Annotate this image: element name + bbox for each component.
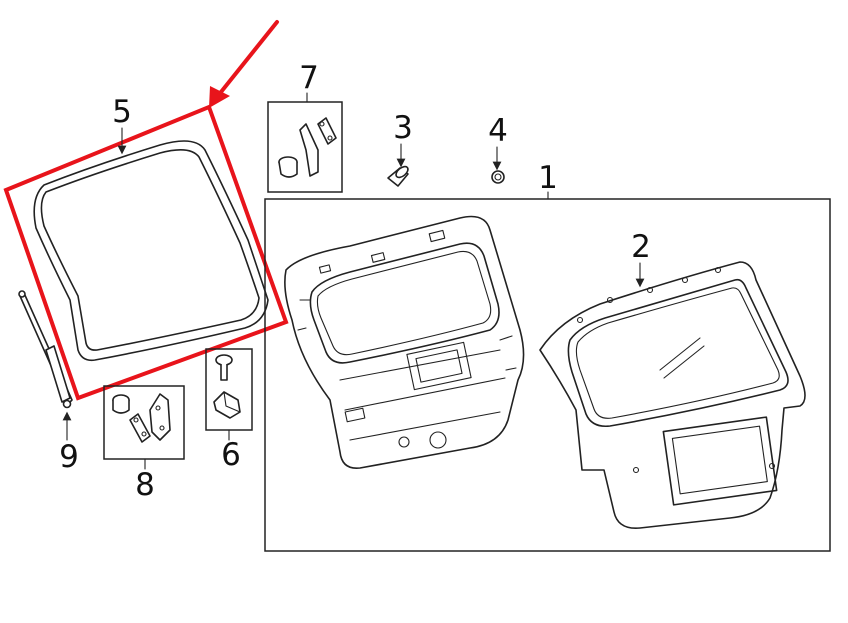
part-8-box [103, 385, 185, 460]
part-5-weatherstrip[interactable] [33, 140, 269, 362]
part-6-bumper-bracket[interactable] [205, 348, 253, 431]
callout-2: 2 [631, 229, 651, 265]
part-3-bumper[interactable] [387, 164, 410, 187]
highlight-box [3, 104, 289, 401]
highlight-pointer-arrow-line [219, 20, 279, 94]
highlight-selection [3, 20, 289, 401]
callout-4: 4 [488, 113, 508, 149]
callout-3: 3 [393, 110, 413, 146]
part-7-hinge-pin[interactable] [267, 101, 343, 193]
callout-6: 6 [221, 437, 241, 473]
part-7-box [267, 101, 343, 193]
highlight-pointer-arrowhead [209, 86, 230, 108]
callout-9: 9 [59, 439, 79, 475]
part-8-hinge-kit[interactable] [103, 385, 185, 460]
callout-1: 1 [538, 160, 558, 196]
part-1-liftgate-inner-frame[interactable] [284, 215, 525, 469]
callout-5: 5 [112, 94, 132, 130]
callout-8: 8 [135, 467, 155, 503]
part-4-grommet[interactable] [491, 170, 505, 184]
callout-7: 7 [299, 60, 319, 96]
part-1-liftgate-outer-panel[interactable] [539, 261, 806, 529]
part-9-gas-strut[interactable] [18, 290, 73, 409]
